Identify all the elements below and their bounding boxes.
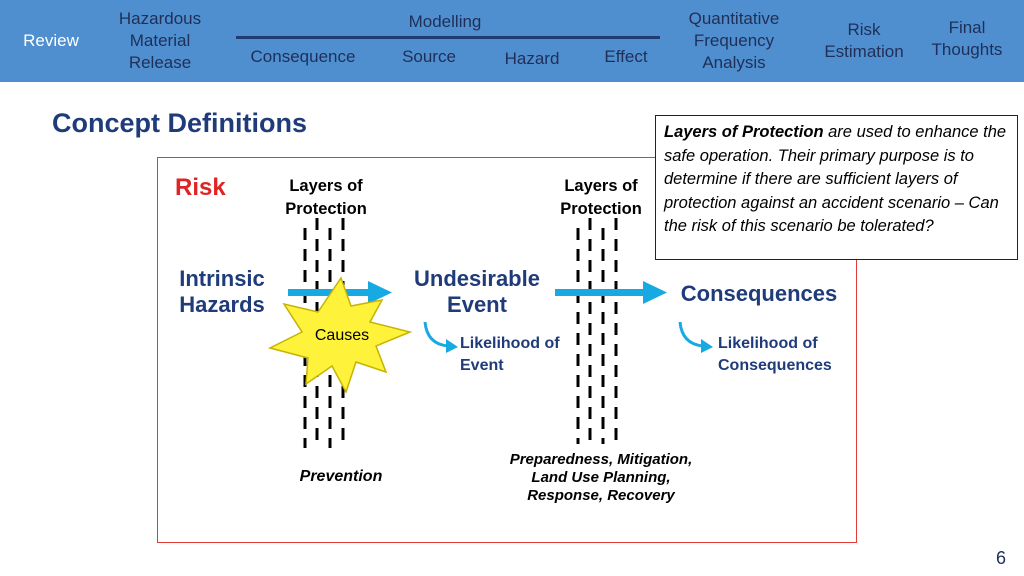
callout-text: are used to enhance the safe operation. … <box>664 123 1007 235</box>
likelihood-of-event-label: Likelihood of Event <box>460 335 560 374</box>
nav-consequence[interactable]: Consequence <box>250 47 356 66</box>
mitigation-label: Preparedness, Mitigation, Land Use Plann… <box>509 451 693 504</box>
arrow-event-to-consequences <box>555 281 667 304</box>
layers-of-protection-right-label: Layers of Protection <box>560 177 642 218</box>
curved-arrow-likelihood-consequences <box>678 321 713 353</box>
top-navigation-bar: Review Hazardous Material Release Modell… <box>0 0 1024 82</box>
layers-of-protection-left-label: Layers of Protection <box>285 177 367 218</box>
callout-term: Layers of Protection <box>664 123 824 141</box>
nav-modelling[interactable]: Modelling <box>408 12 482 31</box>
diagram-frame <box>157 157 857 543</box>
nav-effect[interactable]: Effect <box>604 47 648 66</box>
page-number: 6 <box>996 548 1007 568</box>
prevention-label: Prevention <box>299 468 383 485</box>
curved-arrow-likelihood-event <box>423 321 458 353</box>
likelihood-of-consequences-label: Likelihood of Consequences <box>718 335 832 374</box>
modelling-divider <box>236 36 660 39</box>
undesirable-event-label: Undesirable Event <box>414 266 540 317</box>
nav-quantitative-frequency-analysis[interactable]: Quantitative Frequency Analysis <box>688 9 780 72</box>
arrow-hazards-to-event <box>288 281 392 304</box>
layers-of-protection-callout: Layers of Protection are used to enhance… <box>655 115 1018 260</box>
nav-hazard[interactable]: Hazard <box>504 49 560 68</box>
consequences-label: Consequences <box>680 281 838 306</box>
right-protection-layers <box>576 218 618 444</box>
causes-label: Causes <box>314 327 370 344</box>
nav-review[interactable]: Review <box>23 31 79 50</box>
risk-label: Risk <box>175 174 226 201</box>
causes-starburst <box>267 276 413 394</box>
nav-hazardous-material-release[interactable]: Hazardous Material Release <box>118 9 202 72</box>
intrinsic-hazards-label: Intrinsic Hazards <box>179 266 265 317</box>
nav-risk-estimation[interactable]: Risk Estimation <box>824 20 904 61</box>
nav-final-thoughts[interactable]: Final Thoughts <box>931 18 1003 59</box>
slide-title: Concept Definitions <box>52 108 307 138</box>
nav-source[interactable]: Source <box>402 47 456 66</box>
